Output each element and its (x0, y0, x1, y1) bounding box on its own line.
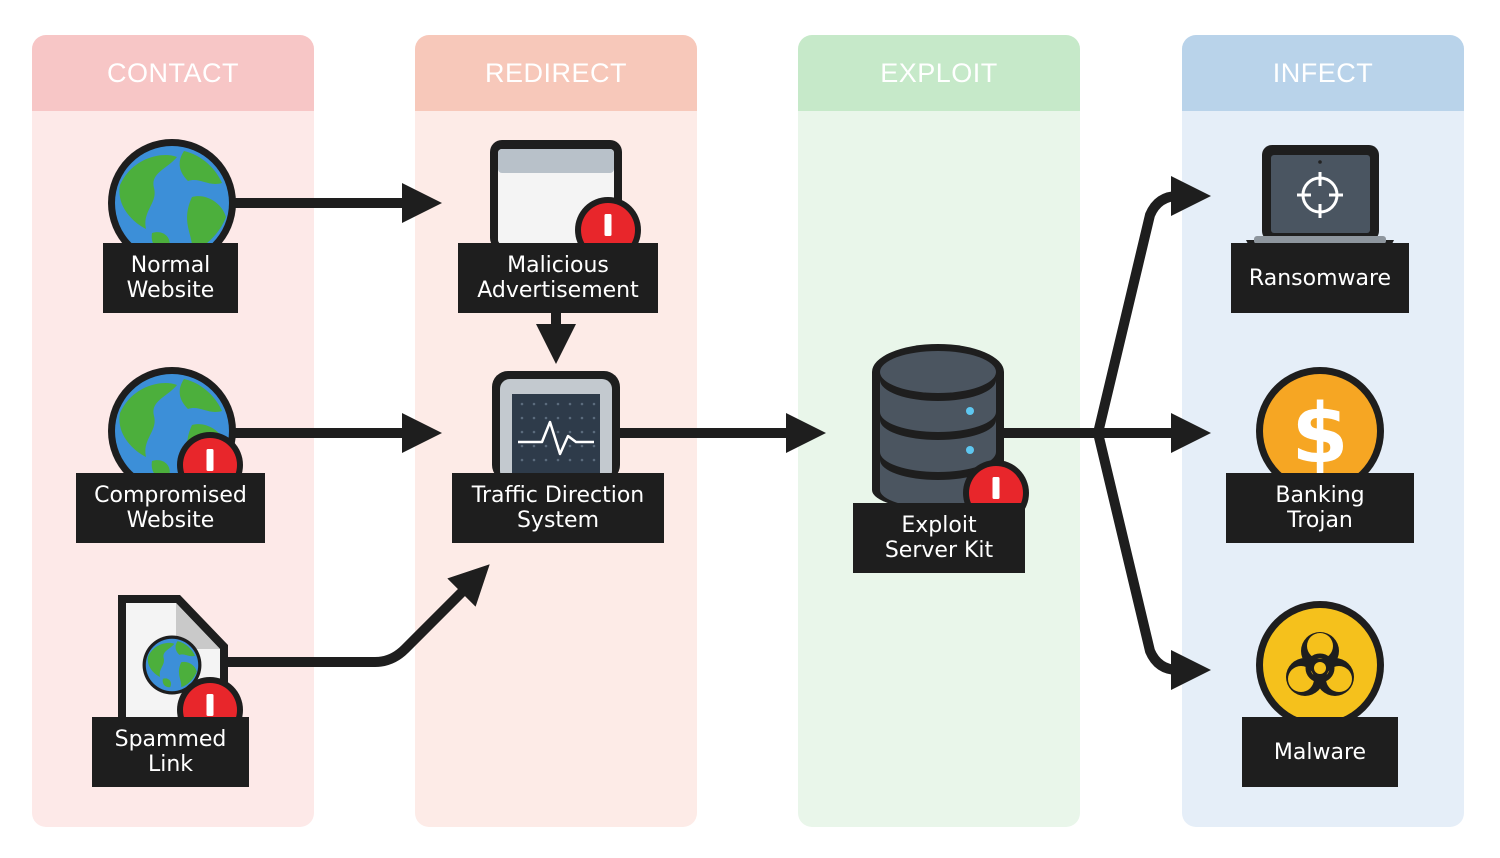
node-label-exploit-kit: Exploit Server Kit (853, 503, 1025, 573)
laptop-crosshair-icon (1246, 145, 1394, 252)
arrow-exploit-to-ransomware (1003, 176, 1211, 438)
monitor-pulse-icon (492, 371, 620, 481)
node-label-malware: Malware (1242, 717, 1398, 787)
node-label-normal-website: Normal Website (103, 243, 238, 313)
stage-header-contact: CONTACT (32, 35, 314, 111)
node-label-compromised-website: Compromised Website (76, 473, 265, 543)
arrow-exploit-to-malware (1093, 431, 1211, 690)
node-label-ransomware: Ransomware (1231, 243, 1409, 313)
node-label-malicious-ad: Malicious Advertisement (458, 243, 658, 313)
arrow-spam-to-tds (228, 564, 490, 667)
browser-window-alert-icon (490, 140, 641, 263)
node-label-tds: Traffic Direction System (452, 473, 664, 543)
biohazard-icon (1256, 601, 1384, 729)
stage-header-redirect: REDIRECT (415, 35, 697, 111)
flow-arrows (228, 176, 1211, 690)
svg-text:$: $ (1291, 387, 1348, 482)
database-server-alert-icon (872, 344, 1029, 526)
stage-header-exploit: EXPLOIT (798, 35, 1080, 111)
document-globe-alert-icon (118, 595, 243, 743)
dollar-coin-icon: $ (1256, 367, 1384, 495)
stage-header-infect: INFECT (1182, 35, 1464, 111)
node-label-spammed-link: Spammed Link (92, 717, 249, 787)
node-label-banking-trojan: Banking Trojan (1226, 473, 1414, 543)
